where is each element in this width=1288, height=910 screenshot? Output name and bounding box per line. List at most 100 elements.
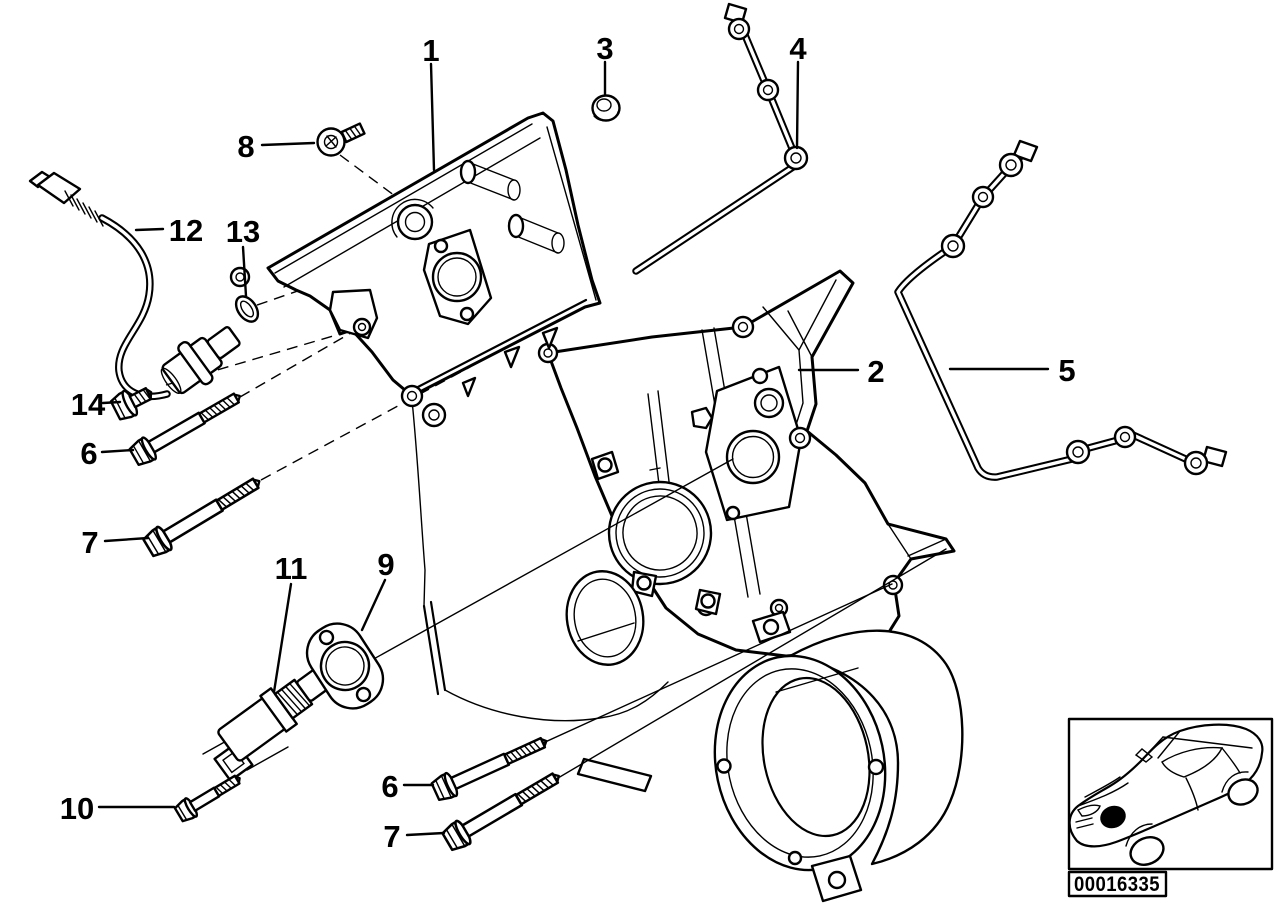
callout-1-leader <box>429 62 436 172</box>
callout-4[interactable]: 4 <box>789 31 807 150</box>
eyelet-hole <box>543 348 553 358</box>
part2-small-ring <box>753 387 785 419</box>
callout-11-label[interactable]: 11 <box>275 551 308 586</box>
gasket4-rail-inner <box>634 161 801 273</box>
eyelet <box>882 574 904 596</box>
callout-4-label[interactable]: 4 <box>789 31 807 66</box>
part2-seal-bore-inner <box>731 435 775 479</box>
part-1-upper-timing-cover <box>229 111 602 428</box>
part1-plate-hole-b <box>459 306 475 322</box>
callout-1-label[interactable]: 1 <box>422 33 439 68</box>
callout-5-label[interactable]: 5 <box>1058 353 1075 388</box>
gasket5-top-tab <box>1012 139 1039 163</box>
callout-8-label[interactable]: 8 <box>237 129 254 164</box>
callout-13-label[interactable]: 13 <box>226 214 260 249</box>
gasket5-eyelet-2 <box>971 185 995 209</box>
callout-13[interactable]: 13 <box>226 214 260 298</box>
gasket5-eyelet-2-hole <box>977 191 989 203</box>
callout-10-label[interactable]: 10 <box>60 791 94 826</box>
boss-a-far <box>507 179 521 201</box>
oil-ring-chord <box>577 622 635 642</box>
callout-6-upper[interactable]: 6 <box>80 436 135 471</box>
eyelet-hole <box>774 603 784 613</box>
flange-hole-bottom <box>355 686 372 703</box>
callout-6-upper-label[interactable]: 6 <box>80 436 97 471</box>
boss-a-end <box>459 159 477 185</box>
callout-12-label[interactable]: 12 <box>169 213 203 248</box>
callout-6-lower-label[interactable]: 6 <box>381 769 398 804</box>
car-mirror <box>1134 748 1154 763</box>
gasket4-eyelet-1-hole <box>733 23 745 35</box>
gasket5-eyelet-4-hole <box>1072 446 1084 458</box>
callout-9[interactable]: 9 <box>360 547 395 632</box>
callout-3-label[interactable]: 3 <box>596 31 613 66</box>
callout-2-label[interactable]: 2 <box>867 354 884 389</box>
flange-hole-top <box>318 629 335 646</box>
part1-edge-eyelet-hole <box>406 390 418 402</box>
axis-bolt7-upper <box>260 366 471 481</box>
callout-12-leader <box>134 227 165 232</box>
bell-barrel <box>788 629 964 866</box>
part1-fins <box>461 326 559 398</box>
sensor-cable-inner <box>100 216 169 399</box>
bell-chord <box>775 667 859 693</box>
callout-5[interactable]: 5 <box>948 353 1076 388</box>
callout-3[interactable]: 3 <box>596 31 614 96</box>
part1-plate-bore <box>431 251 483 303</box>
gasket5-seg-c-inner <box>1131 433 1192 463</box>
gasket5-eyelet-1 <box>998 152 1024 178</box>
car-wheel-arches <box>1125 771 1249 847</box>
oil-pump-ring <box>565 570 645 666</box>
callout-7-upper[interactable]: 7 <box>81 525 150 560</box>
callout-14-label[interactable]: 14 <box>71 387 106 422</box>
callout-8-leader <box>260 141 316 147</box>
seal-outer <box>607 480 713 586</box>
block-face-lines <box>411 399 669 722</box>
gasket4-eyelet-2 <box>756 78 780 102</box>
seal-tab-3-hole <box>700 593 716 609</box>
callout-8[interactable]: 8 <box>237 129 316 164</box>
o-ring-inner <box>239 300 255 318</box>
callout-7-upper-leader <box>103 536 150 543</box>
callout-7-lower[interactable]: 7 <box>383 819 446 854</box>
callout-4-leader <box>795 60 800 150</box>
axis-bolt14 <box>165 328 358 386</box>
sensor-body-group <box>160 326 241 395</box>
gasket5-eyelet-6-hole <box>1190 457 1202 469</box>
part-3-sealing-cap <box>591 94 621 122</box>
part1-stub-boss-hole <box>428 409 440 421</box>
callout-2[interactable]: 2 <box>797 354 885 389</box>
car-three-quarter-front-icon <box>1068 723 1264 866</box>
part2-bolt-eyelets <box>537 315 904 618</box>
callout-7-upper-label[interactable]: 7 <box>81 525 98 560</box>
callout-7-lower-leader <box>405 831 446 837</box>
sensor-tip <box>206 326 241 360</box>
callout-14[interactable]: 14 <box>71 387 122 422</box>
gasket5-eyelet-5 <box>1113 425 1137 449</box>
sensor-boot-ticks <box>64 190 104 227</box>
callout-9-label[interactable]: 9 <box>377 547 394 582</box>
callouts: 1 3 4 8 12 13 14 6 <box>60 31 1076 854</box>
image-code: 00016335 <box>1074 873 1160 896</box>
callout-12[interactable]: 12 <box>134 213 203 248</box>
callout-6-lower[interactable]: 6 <box>381 769 435 804</box>
part2-mount-bar <box>576 757 653 793</box>
part1-pocket-eyelet-hole <box>357 322 367 332</box>
part1-boss-cylinders <box>459 159 565 254</box>
callout-1[interactable]: 1 <box>422 33 440 172</box>
callout-10[interactable]: 10 <box>60 791 176 826</box>
cap-rim-line <box>593 111 619 122</box>
callout-11[interactable]: 11 <box>272 551 308 694</box>
car-inset-frame <box>1067 717 1274 871</box>
part1-bottom-edge-line <box>412 298 588 391</box>
car-side-window <box>1161 746 1224 778</box>
car-headlight <box>1076 804 1101 817</box>
block-left-edge <box>422 600 447 696</box>
screw8-socket-hex <box>325 135 337 148</box>
callout-7-lower-label[interactable]: 7 <box>383 819 400 854</box>
flange-bore <box>319 640 371 692</box>
bell-opening <box>761 676 871 838</box>
ring-outer <box>565 570 645 666</box>
bell-rim-mid <box>726 668 874 858</box>
